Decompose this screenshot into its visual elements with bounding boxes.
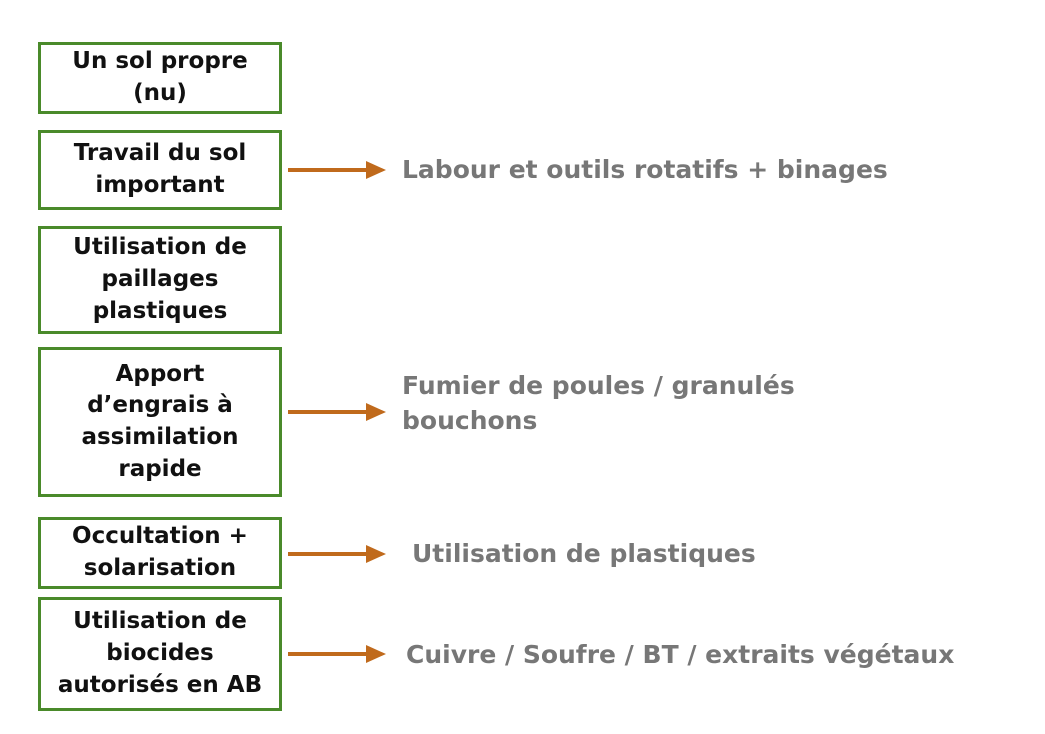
practice-box-6: Utilisation de biocides autorisés en AB	[38, 597, 282, 711]
arrow-4	[288, 403, 386, 421]
practice-label-1: Un sol propre (nu)	[72, 48, 248, 106]
practice-box-2: Travail du sol important	[38, 130, 282, 210]
practice-box-3: Utilisation de paillages plastiques	[38, 226, 282, 334]
practice-label-4: Apport d’engrais à assimilation rapide	[81, 360, 239, 482]
practice-note-4: Fumier de poules / granulés bouchons	[402, 371, 795, 435]
practice-box-5: Occultation + solarisation	[38, 517, 282, 589]
practice-box-4: Apport d’engrais à assimilation rapide	[38, 347, 282, 497]
arrow-6	[288, 645, 386, 663]
practice-label-3: Utilisation de paillages plastiques	[73, 234, 247, 324]
arrow-5	[288, 545, 386, 563]
practice-label-5: Occultation + solarisation	[72, 523, 248, 581]
practice-note-6: Cuivre / Soufre / BT / extraits végétaux	[406, 640, 955, 669]
arrow-2	[288, 161, 386, 179]
practice-label-6: Utilisation de biocides autorisés en AB	[57, 608, 263, 698]
practice-note-2: Labour et outils rotatifs + binages	[402, 155, 888, 184]
practice-note-5: Utilisation de plastiques	[412, 539, 756, 568]
practice-label-2: Travail du sol important	[73, 140, 247, 198]
practice-box-1: Un sol propre (nu)	[38, 42, 282, 114]
